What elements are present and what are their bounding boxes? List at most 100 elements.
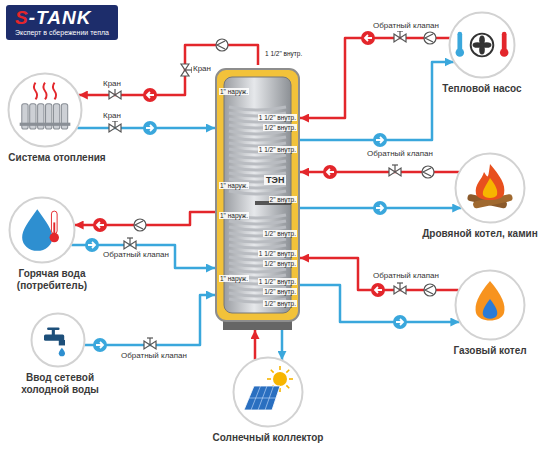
sun xyxy=(273,372,287,386)
valve-symbol xyxy=(394,31,406,42)
valve-handle xyxy=(392,164,398,165)
solar-panel xyxy=(244,386,280,410)
badge-circle xyxy=(323,165,337,179)
pump-arrow xyxy=(135,221,143,229)
valve-label: Обратный клапан xyxy=(366,150,434,159)
sun-ray xyxy=(271,370,274,373)
node-label: Система отопления xyxy=(5,152,109,164)
pump-arrow xyxy=(425,286,433,294)
valve-label: Кран xyxy=(192,65,212,74)
coil-turn xyxy=(229,239,286,242)
pump-arrow xyxy=(425,34,433,42)
sun-ray xyxy=(279,366,281,370)
badge-circle xyxy=(361,31,375,45)
valve-label: Обратный клапан xyxy=(372,22,440,31)
port-size: 1 1/2" внутр. xyxy=(258,278,297,285)
flame-core xyxy=(483,178,497,198)
thermometer xyxy=(502,32,507,51)
valve-label: Обратный клапан xyxy=(120,352,188,361)
node-label: Газовый котел xyxy=(440,345,540,357)
fan-ring xyxy=(471,34,494,57)
circle-outline xyxy=(7,72,83,148)
coil-turn xyxy=(229,221,286,224)
valve-body xyxy=(389,168,401,176)
brand-tagline: Эксперт в сбережении тепла xyxy=(15,29,109,36)
heat-wave xyxy=(43,83,46,100)
valve-stem xyxy=(394,165,395,172)
badge-circle xyxy=(373,201,387,215)
badge-arrow xyxy=(88,242,95,248)
circle-fill xyxy=(456,154,525,223)
pump-body xyxy=(422,166,434,178)
flow-arrow-badge xyxy=(361,31,375,45)
cold-water-circle: Ввод сетевой холодной воды xyxy=(30,312,86,368)
badge-arrow xyxy=(376,205,383,211)
coil-turn xyxy=(229,137,286,140)
valve-stem xyxy=(114,88,115,95)
valve-stem xyxy=(149,338,150,345)
valve-symbol xyxy=(124,238,136,249)
pipe-connector xyxy=(85,295,215,345)
pump-body xyxy=(216,39,228,51)
valve-symbol xyxy=(394,283,406,294)
gas-boiler-circle: Газовый котел xyxy=(454,269,526,341)
port-size: 1 1/2" внутр. xyxy=(258,250,297,257)
thermometer-bulb xyxy=(500,48,509,57)
valve-handle xyxy=(127,237,133,238)
pipe-connector xyxy=(281,330,284,360)
badge-circle xyxy=(143,121,157,135)
circle-fill xyxy=(32,314,85,367)
badge-circle xyxy=(371,283,385,297)
circle-outline xyxy=(454,152,526,224)
port-size: 2" внутр. xyxy=(269,196,297,203)
pump-symbol xyxy=(422,166,434,178)
badge-circle xyxy=(393,315,407,329)
port-size: 1/2" внутр. xyxy=(263,300,297,307)
circle-outline xyxy=(30,312,86,368)
flow-arrow-badge xyxy=(371,283,385,297)
flow-arrow-badge xyxy=(323,165,337,179)
badge-circle xyxy=(85,238,99,252)
node-label: Дровяной котел, камин xyxy=(415,228,545,240)
pump-arrow xyxy=(217,41,225,49)
water-drop xyxy=(59,348,65,357)
pump-body xyxy=(424,32,436,44)
pipe-connector xyxy=(300,38,450,118)
badge-arrow xyxy=(365,35,372,41)
flow-arrow-badge xyxy=(373,133,387,147)
port-size: 1/2" внутр. xyxy=(263,124,297,131)
port-size: 1 1/2" внутр. xyxy=(264,50,303,57)
sun-ray xyxy=(286,370,289,373)
valve-body xyxy=(109,91,121,99)
node-label: Горячая вода (потребитель) xyxy=(4,268,100,291)
coil-turn xyxy=(229,167,286,170)
thermometer-fill xyxy=(53,222,55,233)
pipe-connector xyxy=(300,285,459,322)
thermometer-bulb xyxy=(50,233,59,242)
faucet-handle xyxy=(47,328,59,330)
thermometer xyxy=(457,32,462,51)
node-label: ТЭН xyxy=(264,175,286,185)
coil-turn xyxy=(229,191,286,194)
hot-water-circle: Горячая вода (потребитель) xyxy=(8,196,76,264)
heating-circle: Система отопления xyxy=(7,72,83,148)
flow-arrow-badge xyxy=(85,238,99,252)
valve-label: Обратный клапан xyxy=(102,251,170,260)
badge-arrow xyxy=(376,137,383,143)
circle-fill xyxy=(234,358,303,427)
circle-outline xyxy=(8,196,76,264)
badge-arrow xyxy=(97,222,104,228)
sun-ray xyxy=(289,378,293,380)
coil-turn xyxy=(229,131,286,134)
badge-arrow xyxy=(327,169,334,175)
valve-stem xyxy=(114,121,115,128)
pump-arrow xyxy=(423,168,431,176)
port-size: 1/2" внутр. xyxy=(263,260,297,267)
badge-arrow xyxy=(396,319,403,325)
valve-body xyxy=(109,124,121,132)
valve-stem xyxy=(399,283,400,290)
badge-arrow xyxy=(96,342,103,348)
port-size: 1" наруж. xyxy=(219,275,249,282)
valve-stem xyxy=(129,238,130,245)
faucet-stem xyxy=(52,329,55,335)
